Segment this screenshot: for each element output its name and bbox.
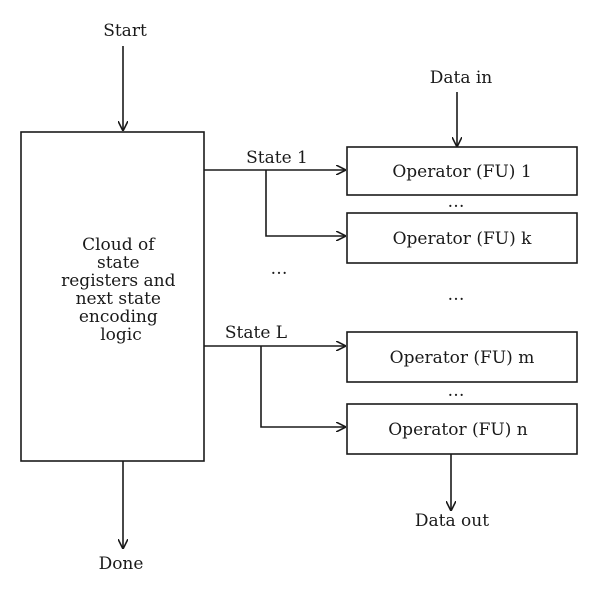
controller-label: Cloud of state registers and next state … xyxy=(61,235,181,345)
start-label: Start xyxy=(103,21,147,41)
operator-box-n xyxy=(346,403,578,455)
operator-label-1: Operator (FU) 1 xyxy=(392,162,531,182)
ellipsis: … xyxy=(271,259,288,279)
state-l-label: State L xyxy=(225,323,287,343)
operator-label-m: Operator (FU) m xyxy=(390,348,535,368)
operator-box-m xyxy=(346,331,578,383)
operator-box-1 xyxy=(346,146,578,196)
operator-box-k xyxy=(346,212,578,264)
done-label: Done xyxy=(99,554,144,574)
controller-box xyxy=(20,131,205,462)
controller-label-line: registers and xyxy=(61,271,175,291)
controller-label-line: logic xyxy=(100,325,142,345)
controller-label-line: state xyxy=(97,253,140,273)
controller-label-line: encoding xyxy=(79,307,158,327)
ellipsis: … xyxy=(448,381,465,401)
state-l-arrow-opn xyxy=(260,346,345,427)
data-out-label: Data out xyxy=(415,511,489,531)
data-in-label: Data in xyxy=(430,68,493,88)
state-1-label: State 1 xyxy=(246,148,308,168)
ellipsis: … xyxy=(448,285,465,305)
operator-label-n: Operator (FU) n xyxy=(388,420,528,440)
controller-label-line: Cloud of xyxy=(82,235,156,255)
operator-label-k: Operator (FU) k xyxy=(393,229,533,249)
ellipsis: … xyxy=(448,192,465,212)
controller-label-line: next state xyxy=(76,289,161,309)
state-1-arrow-opk xyxy=(265,170,345,236)
